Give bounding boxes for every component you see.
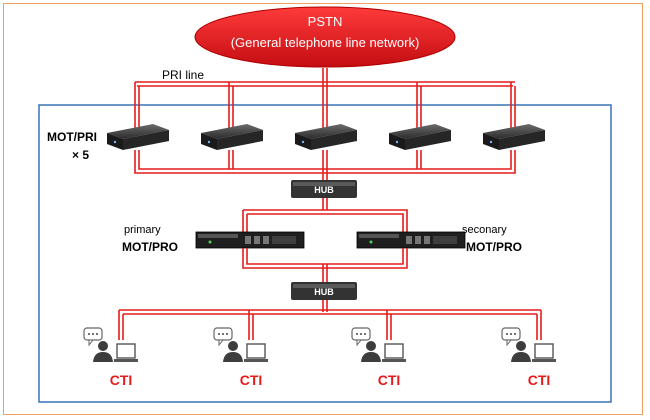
pstn-cloud [194, 6, 456, 68]
cti-workstation-icon [351, 327, 406, 362]
cti-workstation-icon [501, 327, 556, 362]
primary-server-model: MOT/PRO [122, 240, 178, 254]
cti-workstation-icon [213, 327, 268, 362]
cti-workstation-group [83, 327, 556, 362]
gateway-group [107, 124, 545, 150]
local-network-boundary [38, 104, 612, 403]
gateway-device [389, 124, 451, 150]
server-wires-lower [242, 248, 408, 282]
cti-label: CTI [527, 372, 551, 388]
gateway-device [483, 124, 545, 150]
pri-line-wires [134, 68, 516, 133]
gateway-lan-wires [134, 150, 516, 180]
cti-label: CTI [377, 372, 401, 388]
outer-frame [3, 3, 643, 415]
gateway-device [201, 124, 263, 150]
gateway-device [295, 124, 357, 150]
gateway-device [107, 124, 169, 150]
server-secondary [356, 231, 466, 249]
secondary-server-role: seconary [462, 224, 507, 236]
pri-line-label: PRI line [162, 68, 205, 82]
gateway-count: × 5 [72, 148, 90, 162]
cti-label: CTI [109, 372, 133, 388]
primary-server-role: primary [124, 224, 161, 236]
hub-1-label: HUB [314, 185, 334, 195]
pstn-subtitle: (General telephone line network) [230, 35, 420, 50]
hub-2-label: HUB [314, 287, 334, 297]
hub-2 [291, 282, 357, 300]
server-wires-upper [242, 198, 408, 234]
cti-wires [118, 300, 542, 340]
pstn-title: PSTN [307, 14, 343, 29]
hub-1 [291, 180, 357, 198]
server-primary [195, 231, 305, 249]
secondary-server-model: MOT/PRO [466, 240, 522, 254]
cti-workstation-icon [83, 327, 138, 362]
cti-label: CTI [239, 372, 263, 388]
gateway-label: MOT/PRI [47, 130, 97, 144]
